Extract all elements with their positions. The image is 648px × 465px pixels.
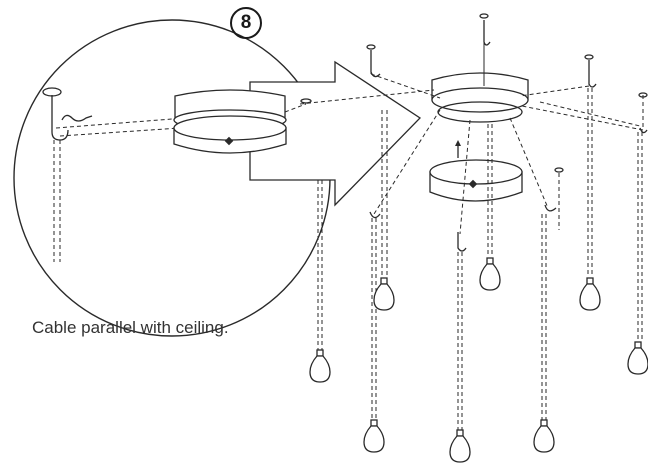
bulb-icon xyxy=(449,429,471,463)
cable-runs xyxy=(299,20,644,235)
step-ring-icon xyxy=(230,7,262,39)
instruction-caption: Cable parallel with ceiling. xyxy=(32,318,229,337)
bulb-icon xyxy=(533,419,555,453)
direction-arrow-icon xyxy=(249,60,422,207)
bulb-drops xyxy=(371,88,643,430)
bulb-icon xyxy=(363,419,385,453)
step-number-badge: 8 xyxy=(230,7,262,39)
bulb-icon xyxy=(627,341,648,375)
bulb-icon xyxy=(373,277,395,311)
step-number: 8 xyxy=(240,12,252,33)
ceiling-hooks xyxy=(366,13,648,252)
canopy-icon xyxy=(431,72,529,123)
bulb-icon xyxy=(479,257,501,291)
bulbs xyxy=(309,257,648,463)
detail-canopy-icon xyxy=(173,89,287,154)
canopy-cover-icon xyxy=(429,159,523,202)
bulb-icon xyxy=(309,349,331,383)
bulb-icon xyxy=(579,277,601,311)
